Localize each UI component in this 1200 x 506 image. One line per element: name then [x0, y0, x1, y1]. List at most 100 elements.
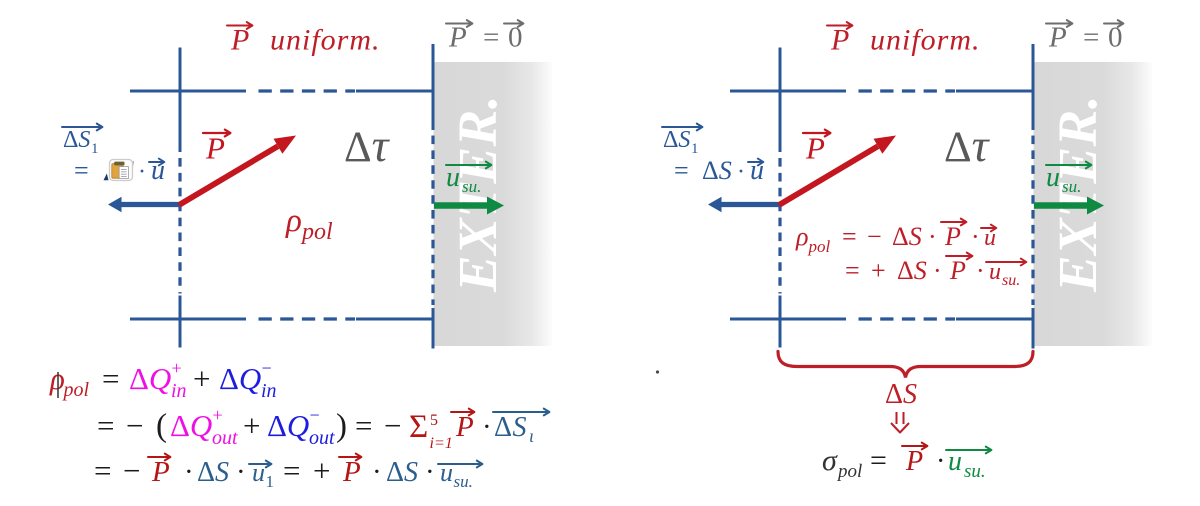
svg-text:−: − — [262, 358, 272, 378]
svg-text:pol: pol — [836, 461, 862, 482]
svg-text:S: S — [909, 222, 922, 251]
svg-text:·: · — [184, 456, 194, 488]
svg-text:=: = — [674, 156, 689, 185]
svg-text:in: in — [171, 380, 187, 402]
svg-text:+: + — [871, 256, 886, 285]
svg-text:P: P — [905, 446, 923, 477]
svg-text:P: P — [151, 456, 170, 488]
svg-text:·: · — [936, 446, 945, 477]
svg-text:(: ( — [156, 408, 167, 444]
svg-text:·: · — [737, 159, 745, 185]
svg-text:Q: Q — [190, 408, 212, 443]
svg-text:=: = — [1083, 22, 1099, 54]
svg-text:0: 0 — [508, 22, 523, 54]
svg-text:·: · — [971, 222, 980, 251]
svg-text:·: · — [425, 456, 435, 488]
svg-text:+: + — [213, 405, 223, 425]
svg-text:su.: su. — [964, 461, 986, 482]
svg-text:Δ: Δ — [197, 457, 215, 488]
svg-text:Δ: Δ — [702, 156, 719, 185]
svg-text:P: P — [805, 131, 825, 166]
svg-text:−: − — [123, 453, 140, 488]
svg-text:·: · — [933, 256, 942, 285]
svg-text:σ: σ — [822, 444, 838, 477]
svg-text:Δ: Δ — [892, 222, 909, 251]
svg-text:out: out — [309, 427, 335, 449]
svg-text:=: = — [97, 408, 114, 443]
svg-text:u: u — [252, 458, 265, 487]
svg-text:su.: su. — [1062, 177, 1081, 196]
svg-text:u: u — [948, 446, 962, 477]
svg-text:=: = — [870, 444, 887, 477]
svg-text:=: = — [842, 222, 857, 251]
svg-text:τ: τ — [972, 120, 991, 172]
svg-text:Δ: Δ — [129, 361, 149, 396]
svg-text:P: P — [944, 222, 961, 251]
svg-text:=: = — [102, 361, 119, 396]
svg-text:=: = — [483, 22, 499, 54]
svg-text:pol: pol — [300, 219, 333, 245]
svg-text:·: · — [236, 456, 246, 488]
svg-text:Q: Q — [239, 361, 261, 396]
svg-text:Δ: Δ — [267, 408, 287, 443]
svg-text:ρ: ρ — [285, 203, 302, 239]
svg-text:uniform.: uniform. — [870, 24, 981, 57]
svg-text:Δ: Δ — [386, 457, 404, 488]
svg-text:P: P — [230, 24, 249, 57]
svg-text:Δ: Δ — [663, 127, 678, 153]
svg-text:P: P — [830, 24, 849, 57]
svg-text:u: u — [440, 458, 453, 487]
svg-text:−: − — [867, 222, 882, 251]
svg-text:u: u — [984, 225, 996, 251]
svg-text:1: 1 — [266, 472, 275, 491]
svg-text:u: u — [989, 259, 1001, 285]
svg-text:P: P — [342, 456, 361, 488]
svg-text:S: S — [215, 457, 229, 488]
svg-text:P: P — [455, 411, 474, 443]
svg-text:S: S — [513, 412, 527, 443]
svg-text:S: S — [78, 127, 90, 153]
svg-text:=: = — [74, 156, 89, 185]
svg-text:S: S — [903, 379, 917, 410]
svg-text:in: in — [261, 380, 277, 402]
svg-text:P: P — [205, 131, 225, 166]
svg-text:out: out — [212, 427, 238, 449]
svg-text:u: u — [1046, 162, 1060, 193]
svg-text:Δ: Δ — [494, 412, 512, 443]
svg-text:·: · — [928, 222, 937, 251]
svg-text:su.: su. — [462, 177, 481, 196]
svg-text:Σ: Σ — [409, 409, 428, 445]
svg-text:P: P — [949, 256, 966, 285]
svg-text:=: = — [283, 453, 300, 488]
svg-text:·: · — [372, 456, 382, 488]
svg-text:su.: su. — [1002, 272, 1020, 289]
svg-text:S: S — [914, 256, 927, 285]
svg-text:u: u — [151, 155, 165, 186]
svg-text:u: u — [750, 155, 764, 186]
svg-text:EXTER.: EXTER. — [1047, 95, 1108, 293]
svg-text:Q: Q — [287, 408, 309, 443]
svg-text:Δ: Δ — [944, 124, 972, 171]
svg-text:·: · — [138, 159, 146, 185]
svg-text:P: P — [1048, 22, 1067, 54]
svg-text:τ: τ — [372, 120, 391, 172]
svg-text:uniform.: uniform. — [270, 24, 381, 57]
svg-text:Δ: Δ — [344, 124, 372, 171]
svg-text:P: P — [448, 22, 467, 54]
svg-text:·: · — [976, 256, 985, 285]
svg-text:=: = — [845, 256, 860, 285]
svg-text:i=1: i=1 — [430, 435, 453, 452]
svg-text:Δ: Δ — [885, 379, 903, 410]
svg-text:−: − — [384, 408, 401, 443]
svg-text:−: − — [126, 408, 143, 443]
svg-text:1: 1 — [691, 141, 699, 157]
svg-text:+: + — [243, 408, 260, 443]
svg-text:Δ: Δ — [63, 127, 78, 153]
svg-text:ι: ι — [529, 426, 534, 446]
svg-text:su.: su. — [454, 472, 473, 491]
svg-text:1: 1 — [91, 141, 99, 157]
svg-text:EXTER.: EXTER. — [447, 95, 508, 293]
svg-text:·: · — [482, 411, 492, 443]
svg-text:ρ: ρ — [795, 222, 808, 251]
svg-text:Δ: Δ — [897, 256, 914, 285]
